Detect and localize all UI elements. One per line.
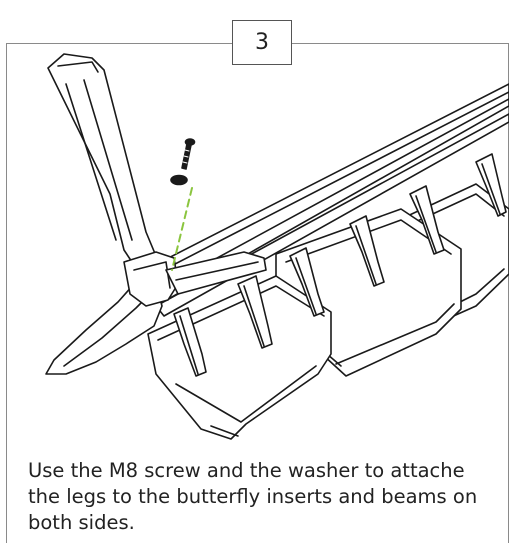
alignment-guide (171, 187, 193, 271)
step-number-badge: 3 (232, 20, 292, 65)
butterfly-insert (147, 275, 332, 440)
m8-screw-icon (181, 138, 196, 170)
step-number: 3 (255, 30, 269, 55)
chair-leg (45, 53, 267, 375)
washer-icon (170, 174, 188, 186)
beam-clamps (173, 153, 507, 377)
butterfly-insert-row (147, 183, 509, 440)
instruction-text: Use the M8 screw and the washer to attac… (28, 459, 478, 534)
assembly-illustration (45, 53, 509, 440)
